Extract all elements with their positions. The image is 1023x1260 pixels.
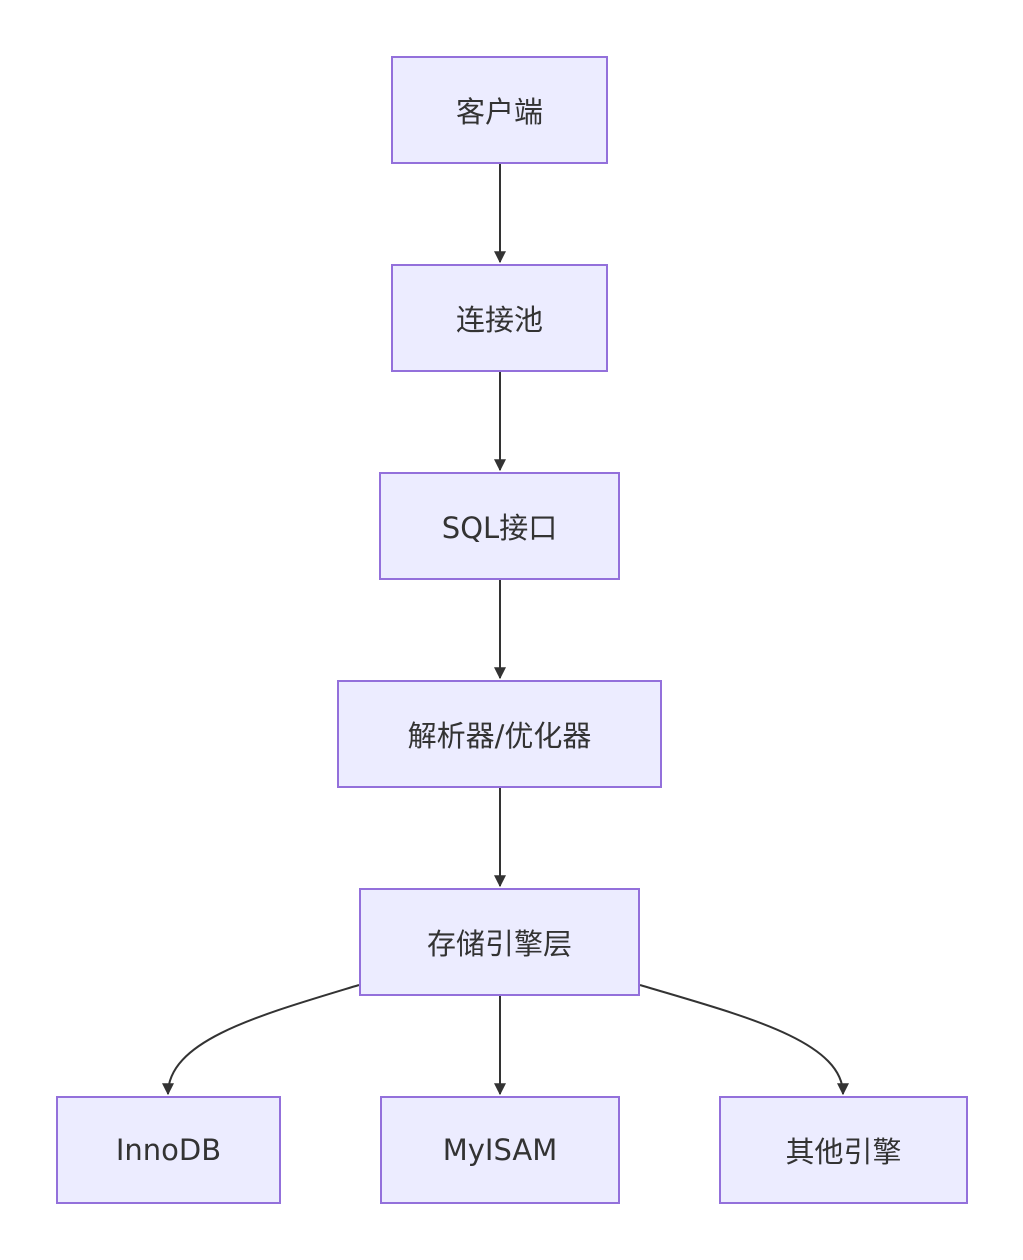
node-parser-optimizer: 解析器/优化器 (337, 680, 662, 788)
node-other-engines: 其他引擎 (719, 1096, 968, 1204)
node-other-engines-label: 其他引擎 (785, 1135, 902, 1169)
edge-storage-engine-layer-to-innodb (162, 984, 360, 1096)
node-connection-pool-label: 连接池 (455, 303, 543, 337)
edge-storage-engine-layer-to-other-engines (639, 984, 849, 1096)
node-sql-interface: SQL接口 (379, 472, 620, 580)
node-innodb-label: InnoDB (115, 1133, 222, 1167)
node-client-label: 客户端 (455, 95, 543, 129)
node-storage-engine-layer: 存储引擎层 (359, 888, 640, 996)
node-sql-interface-label: SQL接口 (441, 511, 558, 545)
node-parser-optimizer-label: 解析器/优化器 (407, 719, 592, 753)
node-innodb: InnoDB (56, 1096, 281, 1204)
node-client: 客户端 (391, 56, 608, 164)
node-connection-pool: 连接池 (391, 264, 608, 372)
node-storage-engine-layer-label: 存储引擎层 (426, 927, 572, 961)
node-myisam-label: MyISAM (442, 1133, 558, 1167)
node-myisam: MyISAM (380, 1096, 620, 1204)
